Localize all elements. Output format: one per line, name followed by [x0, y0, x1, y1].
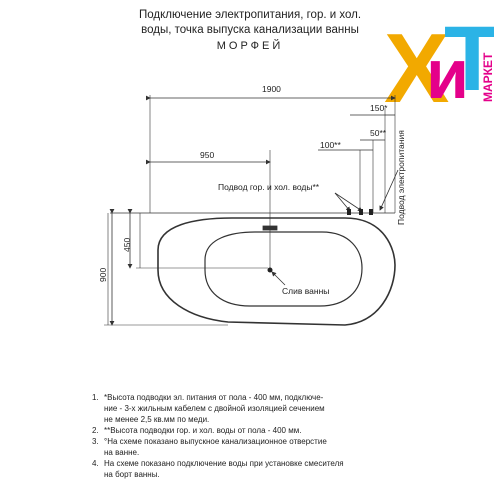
diagram-title-line-1: Подключение электропитания, гор. и хол.	[138, 9, 362, 21]
power-pointer	[379, 169, 399, 211]
drain-label: Слив ванны	[282, 286, 330, 296]
hit-market-logo: Х и Т МАРКЕТ	[384, 8, 494, 116]
logo-letter-t: Т	[444, 8, 494, 110]
note-line: 3.°На схеме показано выпускное канализац…	[92, 437, 327, 446]
note-line: 4.На схеме показано подключение воды при…	[92, 459, 344, 468]
dim-total-width-label: 1900	[262, 84, 281, 94]
dim-power-offset-label: 150*	[370, 103, 388, 113]
note-line: на ванне.	[104, 448, 140, 457]
power-supply-label: Подвод электропитания	[396, 130, 406, 225]
logo-market-text: МАРКЕТ	[481, 52, 494, 102]
tub-outer-rim	[157, 217, 396, 326]
dim-total-depth-label: 900	[98, 267, 108, 282]
power-connector	[369, 209, 373, 215]
logo-letter-i: и	[426, 35, 469, 113]
drain-pointer	[271, 271, 286, 286]
dim-drain-offset-label: 950	[200, 150, 215, 160]
tub-inner-basin	[204, 231, 363, 307]
cold-water-connector	[359, 209, 363, 215]
water-pointer-2	[334, 192, 363, 212]
dim-drain-depth-label: 450	[122, 237, 132, 252]
note-line: 2.**Высота подводки гор. и хол. воды от …	[92, 426, 302, 435]
note-line: не менее 2,5 кв.мм по меди.	[104, 415, 210, 424]
note-line: 1.*Высота подводки эл. питания от пола -…	[92, 393, 324, 402]
diagram-title-line-2: воды, точка выпуска канализации ванны	[141, 24, 359, 36]
drain-point	[267, 267, 273, 273]
note-line: ние - 3-х жильным кабелем с двойной изол…	[104, 404, 325, 413]
hot-water-connector	[347, 209, 351, 215]
diagram-title-model: МОРФЕЙ	[216, 40, 284, 52]
water-supply-label: Подвод гор. и хол. воды**	[218, 182, 320, 192]
note-line: на борт ванны.	[104, 470, 160, 479]
dim-water-offset-2-label: 100**	[320, 140, 341, 150]
dim-water-offset-1-label: 50**	[370, 128, 387, 138]
water-pointer-1	[334, 192, 351, 212]
